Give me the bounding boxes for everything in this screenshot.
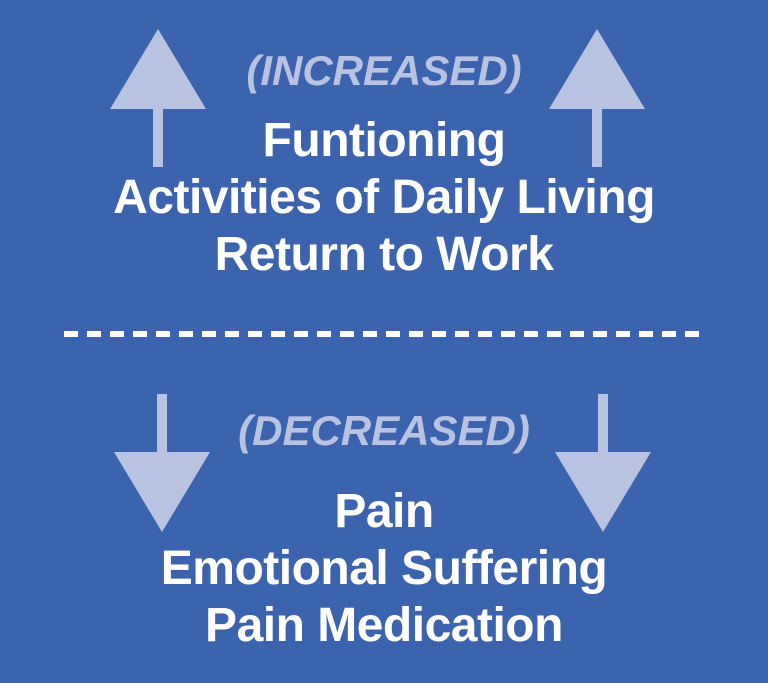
decreased-item: Pain	[334, 485, 434, 538]
decreased-item: Pain Medication	[205, 599, 563, 652]
down-arrow-icon	[555, 394, 651, 532]
increased-label: (INCREASED)	[246, 47, 522, 94]
up-arrow-icon	[549, 29, 645, 167]
increased-item: Activities of Daily Living	[113, 171, 655, 224]
dashed-divider	[64, 331, 704, 337]
increased-item: Return to Work	[214, 228, 554, 281]
decreased-label: (DECREASED)	[238, 407, 530, 454]
up-arrow-icon	[110, 29, 206, 167]
down-arrow-icon	[114, 394, 210, 532]
decreased-item: Emotional Suffering	[160, 542, 608, 595]
decreased-items: Pain Emotional Suffering Pain Medication	[0, 483, 768, 654]
increased-items: Funtioning Activities of Daily Living Re…	[0, 112, 768, 283]
increased-item: Funtioning	[262, 114, 506, 167]
